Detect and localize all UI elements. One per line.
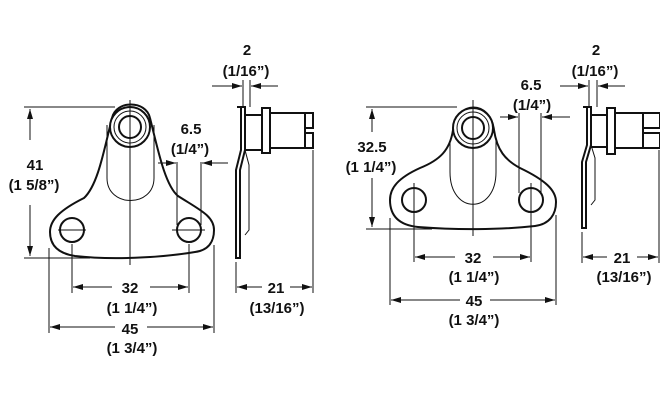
right-thickness-in: (1/16”)	[572, 63, 619, 80]
left-thickness-in: (1/16”)	[223, 63, 270, 80]
left-thickness-mm: 2	[243, 42, 251, 59]
left-height-mm: 41	[27, 157, 44, 174]
right-height-in: (1 1/4”)	[346, 159, 397, 176]
left-depth-mm: 21	[268, 280, 285, 297]
left-hole-dia-mm: 6.5	[181, 121, 202, 138]
left-height-in: (1 5/8”)	[9, 177, 60, 194]
left-hole-spacing-mm: 32	[122, 280, 139, 297]
left-hole-dia-in: (1/4”)	[171, 141, 209, 158]
left-width-in: (1 3/4”)	[107, 340, 158, 357]
right-hole-dia-in: (1/4”)	[513, 97, 551, 114]
left-dimensions: 41 (1 5/8”) 32 (1 1/4”) 45 (1 3/4”) 6.5 …	[9, 106, 228, 357]
right-thickness-mm: 2	[592, 42, 600, 59]
left-hole-spacing-in: (1 1/4”)	[107, 300, 158, 317]
right-depth-in: (13/16”)	[596, 269, 651, 286]
left-depth-in: (13/16”)	[249, 300, 304, 317]
right-height-mm: 32.5	[357, 139, 386, 156]
left-bracket-front-view	[48, 100, 216, 265]
right-depth-mm: 21	[614, 250, 631, 267]
right-hole-dia-mm: 6.5	[521, 77, 542, 94]
right-width-mm: 45	[466, 293, 483, 310]
left-bracket-side-view: 2 (1/16”) 21 (13/16”)	[212, 42, 314, 317]
left-width-mm: 45	[122, 321, 139, 338]
right-bracket-side-view: 2 (1/16”) 21 (13/16”)	[560, 42, 660, 286]
right-dimensions: 32.5 (1 1/4”) 32 (1 1/4”) 45 (1 3/4”) 6.…	[346, 77, 570, 329]
right-hole-spacing-mm: 32	[465, 250, 482, 267]
right-hole-width-in: (1 3/4”)	[449, 312, 500, 329]
right-hole-spacing-in: (1 1/4”)	[449, 269, 500, 286]
